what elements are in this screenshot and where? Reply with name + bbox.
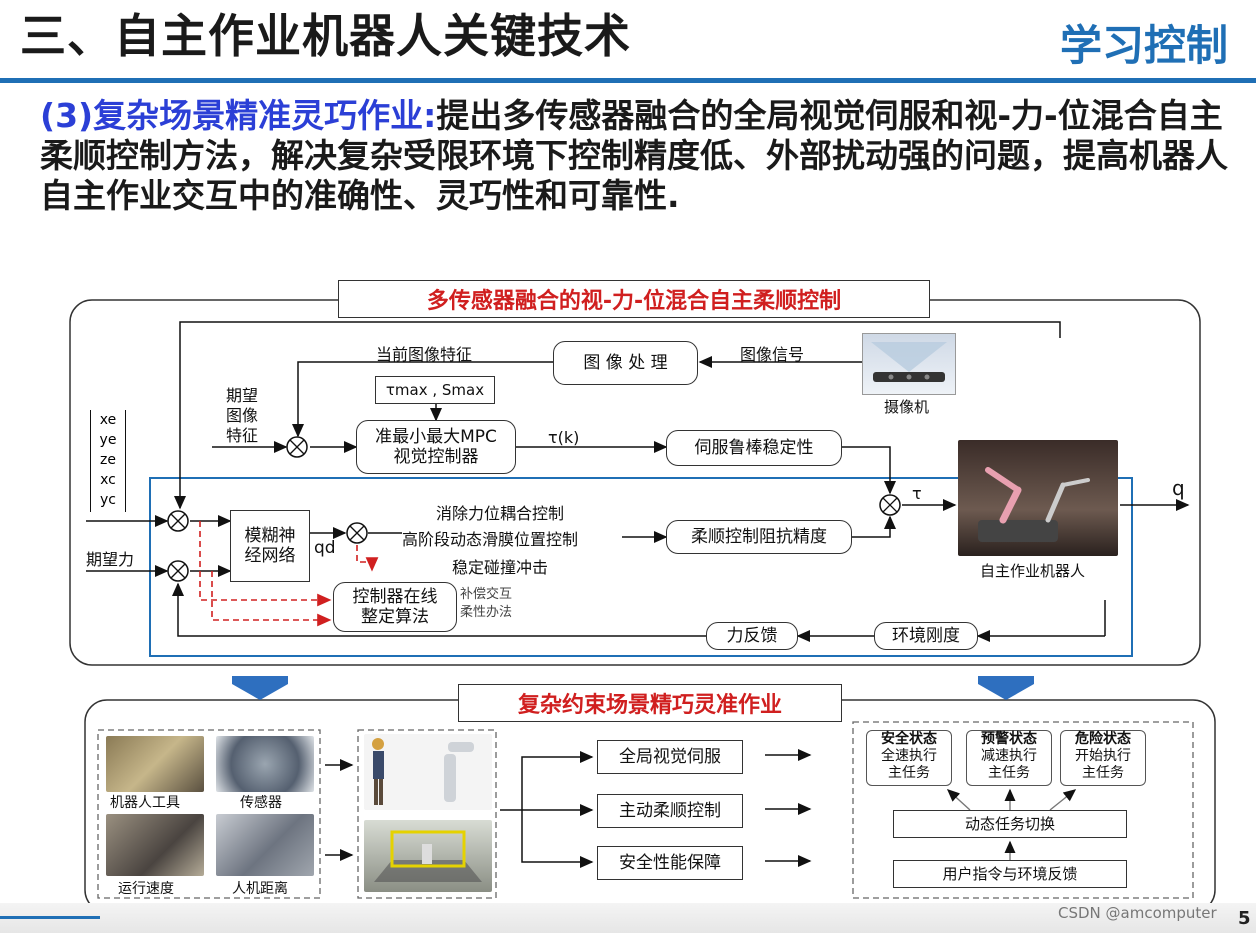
- tau-label: τ: [912, 484, 922, 503]
- state-desc: 减速执行 主任务: [981, 748, 1037, 781]
- sum-junction-image: [286, 436, 308, 458]
- state-desc: 全速执行 主任务: [881, 748, 937, 781]
- robot-label: 自主作业机器人: [980, 562, 1086, 580]
- fuzzy-nn-box: 模糊神 经网络: [230, 510, 310, 582]
- section-tag: 学习控制: [1059, 21, 1228, 70]
- scene-photo-human-robot: [364, 734, 492, 810]
- tool-photo-speed: [106, 814, 204, 876]
- qd-label: qd: [314, 538, 336, 558]
- down-arrow-right: [978, 676, 1034, 700]
- bottom-panel-title: 复杂约束场景精巧灵准作业: [458, 684, 842, 722]
- desired-force-label: 期望力: [86, 550, 135, 569]
- method-global-visual-servo: 全局视觉伺服: [597, 740, 743, 774]
- user-command-box: 用户指令与环境反馈: [893, 860, 1127, 888]
- state-desc: 开始执行 主任务: [1075, 748, 1131, 781]
- force-feedback-box: 力反馈: [706, 622, 798, 650]
- tau-k-label: τ(k): [548, 428, 580, 447]
- workcell-icon: [374, 830, 482, 882]
- state-name: 危险状态: [1075, 731, 1131, 747]
- decouple-label: 消除力位耦合控制: [436, 504, 565, 523]
- state-name: 预警状态: [981, 731, 1037, 747]
- image-processing-box: 图 像 处 理: [553, 341, 698, 385]
- top-panel-title: 多传感器融合的视-力-位混合自主柔顺控制: [338, 280, 930, 318]
- state-warning: 预警状态 减速执行 主任务: [966, 730, 1052, 786]
- env-stiffness-box: 环境刚度: [874, 622, 978, 650]
- sum-junction-tau: [879, 494, 901, 516]
- tool-label: 机器人工具: [110, 795, 180, 811]
- state-vector-item: yc: [100, 492, 116, 508]
- q-label: q: [1172, 476, 1185, 500]
- desired-image-feature-label: 期望 图像 特征: [226, 386, 259, 445]
- camera-label: 摄像机: [884, 398, 930, 416]
- tool-label: 传感器: [240, 795, 282, 811]
- tau-max-box: τmax , Smax: [375, 376, 495, 404]
- online-tuning-box: 控制器在线 整定算法: [333, 582, 457, 632]
- scene-photo-workcell: [364, 820, 492, 892]
- stable-collision-label: 稳定碰撞冲击: [452, 558, 549, 577]
- tool-photo-distance: [216, 814, 314, 876]
- intro-highlight: (3)复杂场景精准灵巧作业:: [40, 96, 437, 135]
- high-order-label: 高阶段动态滑膜位置控制: [402, 530, 579, 549]
- tool-photo-sensor: [216, 736, 314, 792]
- robot-image: [958, 440, 1118, 556]
- method-safety-guarantee: 安全性能保障: [597, 846, 743, 880]
- robot-arm-icon: [978, 467, 1090, 542]
- dynamic-switch-box: 动态任务切换: [893, 810, 1127, 838]
- state-danger: 危险状态 开始执行 主任务: [1060, 730, 1146, 786]
- camera-icon: [871, 342, 947, 382]
- compliance-box: 柔顺控制阻抗精度: [666, 520, 852, 554]
- down-arrow-left: [232, 676, 288, 700]
- tool-photo-robot-tool: [106, 736, 204, 792]
- tool-label: 人机距离: [232, 881, 288, 897]
- page-title: 三、自主作业机器人关键技术: [20, 9, 631, 63]
- header-divider: [0, 78, 1256, 83]
- watermark: CSDN @amcomputer: [1058, 904, 1217, 922]
- mpc-controller-box: 准最小最大MPC 视觉控制器: [356, 420, 516, 474]
- state-vector-item: ze: [100, 452, 116, 468]
- state-name: 安全状态: [881, 731, 937, 747]
- image-signal-label: 图像信号: [740, 345, 805, 364]
- footer-progress: [0, 916, 100, 919]
- sum-junction-state: [167, 510, 189, 532]
- state-vector-item: xc: [100, 472, 116, 488]
- servo-robust-box: 伺服鲁棒稳定性: [666, 430, 842, 466]
- intro-text: 提出多传感器融合的全局视觉伺服和视-力-位混合自主柔顺控制方法，解决复杂受限环境…: [40, 96, 1228, 215]
- state-vector-item: ye: [99, 432, 117, 448]
- tool-label: 运行速度: [118, 881, 174, 897]
- footer-bar: [0, 903, 1256, 933]
- sum-junction-force: [167, 560, 189, 582]
- sum-junction-qd: [346, 522, 368, 544]
- state-vector: xe ye ze xc yc: [90, 410, 126, 512]
- method-active-compliance: 主动柔顺控制: [597, 794, 743, 828]
- page-number: 5: [1238, 908, 1251, 929]
- inner-control-loop: [149, 477, 1133, 657]
- intro-paragraph: (3)复杂场景精准灵巧作业:提出多传感器融合的全局视觉伺服和视-力-位混合自主柔…: [40, 96, 1230, 216]
- human-robot-icon: [372, 738, 474, 805]
- current-image-feature-label: 当前图像特征: [376, 345, 473, 364]
- camera-image: [862, 333, 956, 395]
- state-safe: 安全状态 全速执行 主任务: [866, 730, 952, 786]
- compensation-label: 补偿交互 柔性办法: [460, 587, 513, 620]
- state-vector-item: xe: [99, 412, 117, 428]
